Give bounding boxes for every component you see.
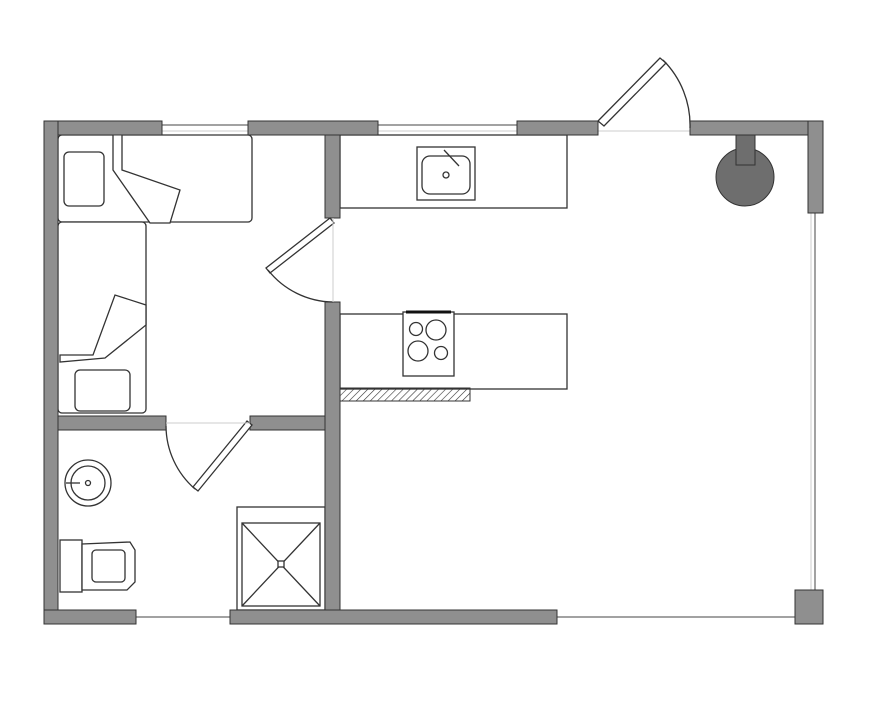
- hatched-bar: [339, 387, 471, 402]
- toilet: [59, 539, 136, 593]
- stove: [402, 310, 455, 377]
- kitchen-counter: [339, 134, 568, 209]
- pillow: [63, 151, 105, 207]
- bathroom: [59, 459, 326, 611]
- heater: [715, 134, 775, 207]
- entrance-door: [597, 57, 691, 129]
- window-right: [810, 213, 816, 590]
- sink: [416, 146, 476, 201]
- bed-left: [57, 221, 147, 414]
- washbasin: [64, 459, 112, 507]
- windows: [136, 124, 816, 618]
- furniture: [57, 134, 775, 611]
- window-top-2: [378, 124, 517, 132]
- doors: [165, 57, 691, 492]
- shower: [236, 506, 326, 611]
- bathroom-door: [165, 420, 253, 492]
- bed-top: [57, 134, 253, 224]
- window-top-1: [162, 124, 248, 132]
- pillow: [74, 369, 131, 412]
- kitchen-island: [339, 310, 568, 402]
- bedroom-door: [265, 217, 335, 303]
- walls: [43, 120, 824, 625]
